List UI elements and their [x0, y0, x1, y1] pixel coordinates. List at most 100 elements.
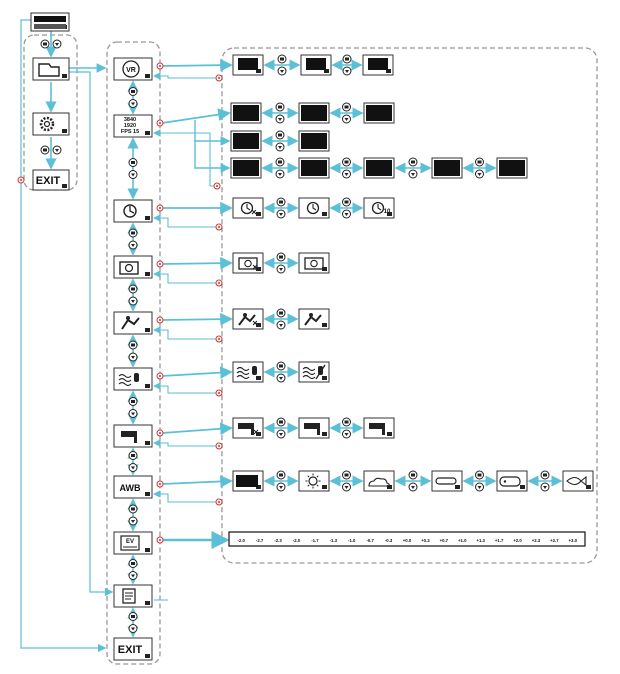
resolution-b-screen-1 — [301, 133, 327, 149]
motion-marker-dot — [159, 319, 161, 321]
awb-4-down-button[interactable] — [540, 482, 550, 492]
menu-awb-ok-button[interactable] — [128, 504, 138, 514]
view-return-marker-dot — [218, 77, 220, 79]
menu-screen-view: VR — [113, 57, 153, 81]
menu-motion-down-button[interactable] — [128, 352, 138, 362]
menu-view-ok-button[interactable] — [128, 87, 138, 96]
stitch-0-down-button[interactable] — [276, 429, 286, 439]
menu-ev-ok-button[interactable] — [128, 559, 138, 568]
view-return — [152, 72, 219, 80]
awb-option-2 — [363, 470, 395, 492]
resolution-return-marker-dot — [216, 185, 218, 187]
audio-0-ok-button[interactable] — [276, 361, 286, 371]
resolution-c-0-down-button[interactable] — [275, 169, 285, 179]
left-exit-screen: EXIT — [32, 169, 70, 191]
resolution-c-1-down-button[interactable] — [342, 169, 351, 179]
view-0-ok-button[interactable] — [277, 54, 287, 64]
view-0-down-button[interactable] — [277, 66, 287, 76]
resolution-a-1-down-button[interactable] — [342, 114, 351, 124]
stitch-option-2 — [363, 417, 395, 439]
menu-screen-ev: EV — [113, 531, 153, 555]
ev-value-2: -2.3 — [274, 538, 282, 543]
motion-0-down-button[interactable] — [276, 320, 286, 330]
awb-1-down-button[interactable] — [342, 482, 351, 492]
menu-photo-interval-ok-button[interactable] — [128, 284, 138, 294]
resolution-c-2-ok-button[interactable] — [408, 157, 418, 167]
menu-screen-stitch — [113, 424, 153, 448]
resolution-b-0-ok-button[interactable] — [275, 130, 285, 140]
resolution-c-1-ok-button[interactable] — [342, 157, 351, 167]
resolution-c-2-down-button[interactable] — [408, 169, 418, 179]
left-gear-down-button[interactable] — [52, 145, 62, 155]
ev-value-1: -2.7 — [256, 538, 264, 543]
awb-4-ok-button[interactable] — [540, 470, 550, 480]
awb-0-ok-button[interactable] — [276, 470, 286, 480]
menu-format-ok-button[interactable] — [128, 612, 138, 621]
photo-interval-marker-dot — [159, 263, 161, 265]
resolution-b-0-down-button[interactable] — [275, 142, 285, 152]
photo-interval-option-0 — [232, 252, 264, 274]
menu-motion-ok-button[interactable] — [128, 340, 138, 350]
menu-stitch-ok-button[interactable] — [128, 451, 138, 460]
photo-interval-0-down-button[interactable] — [276, 264, 286, 274]
awb-marker-dot — [159, 483, 161, 485]
left-status-ok-button[interactable] — [40, 39, 50, 49]
menu-awb-down-button[interactable] — [128, 516, 138, 526]
menu-timelapse-ok-button[interactable] — [128, 228, 138, 238]
menu-ev-down-button[interactable] — [128, 571, 138, 580]
awb-0-down-button[interactable] — [276, 482, 286, 492]
menu-stitch-down-button[interactable] — [128, 463, 138, 472]
resolution-a-0-ok-button[interactable] — [275, 102, 285, 112]
awb-option-4 — [496, 470, 528, 492]
view-screen-2 — [368, 58, 388, 70]
awb-3-ok-button[interactable] — [475, 470, 484, 480]
menu-ev-label: EV — [126, 539, 134, 545]
resolution-c-0-ok-button[interactable] — [275, 157, 285, 167]
resolution-c-3-ok-button[interactable] — [475, 157, 484, 167]
left-gear-screen — [32, 112, 70, 136]
menu-resolution-ok-button[interactable] — [128, 158, 138, 167]
view-1-down-button[interactable] — [342, 66, 352, 76]
menu-view-down-button[interactable] — [128, 99, 138, 108]
awb-2-ok-button[interactable] — [408, 470, 418, 480]
motion-0-ok-button[interactable] — [276, 308, 286, 318]
timelapse-return-marker-dot — [218, 226, 220, 228]
timelapse-1-ok-button[interactable] — [342, 197, 351, 207]
stitch-1-down-button[interactable] — [342, 429, 351, 439]
awb-link — [161, 475, 233, 488]
resolution-a-1-ok-button[interactable] — [342, 102, 351, 112]
awb-2-down-button[interactable] — [408, 482, 418, 492]
stitch-0-ok-button[interactable] — [276, 417, 286, 427]
left-status-down-button[interactable] — [52, 39, 62, 49]
view-1-ok-button[interactable] — [342, 54, 352, 64]
menu-audio-ok-button[interactable] — [128, 397, 138, 406]
left-loop-down — [20, 180, 107, 653]
timelapse-1-down-button[interactable] — [342, 209, 351, 219]
motion-option-1 — [298, 308, 330, 330]
top-status-screen — [30, 12, 70, 32]
left-gear-ok-button[interactable] — [40, 145, 50, 155]
menu-screen-exit: EXIT — [113, 637, 153, 661]
resolution-a-0-down-button[interactable] — [275, 114, 285, 124]
menu-format-down-button[interactable] — [128, 624, 138, 633]
stitch-1-ok-button[interactable] — [342, 417, 351, 427]
photo-interval-0-ok-button[interactable] — [276, 252, 286, 262]
ev-marker-dot — [159, 539, 161, 541]
motion-return — [152, 326, 219, 340]
timelapse-marker-dot — [159, 207, 161, 209]
menu-screen-timelapse — [113, 199, 153, 223]
awb-1-ok-button[interactable] — [342, 470, 351, 480]
menu-photo-interval-down-button[interactable] — [128, 296, 138, 306]
awb-3-down-button[interactable] — [475, 482, 484, 492]
timelapse-0-down-button[interactable] — [276, 209, 286, 219]
ev-value-12: +1.0 — [458, 538, 467, 543]
timelapse-0-ok-button[interactable] — [276, 197, 286, 207]
menu-resolution-down-button[interactable] — [128, 170, 138, 179]
menu-audio-down-button[interactable] — [128, 409, 138, 418]
ev-value-4: -1.7 — [311, 538, 319, 543]
audio-0-down-button[interactable] — [276, 373, 286, 383]
menu-timelapse-down-button[interactable] — [128, 240, 138, 250]
resolution-c-3-down-button[interactable] — [475, 169, 484, 179]
